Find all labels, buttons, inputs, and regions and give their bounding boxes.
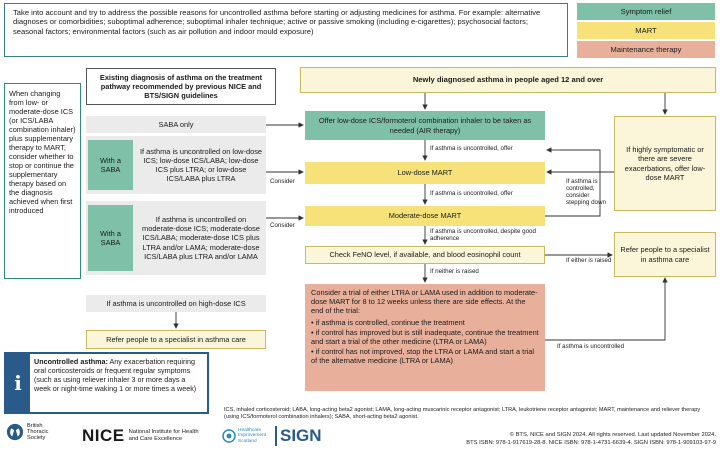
existing-title: Existing diagnosis of asthma on the trea… <box>86 68 276 105</box>
info-icon: i <box>6 354 30 412</box>
legend-mart: MART <box>577 22 715 39</box>
intro-box: Take into account and try to address the… <box>4 3 568 57</box>
side-note: When changing from low- or moderate-dose… <box>4 83 81 279</box>
uncontrolled-high: If asthma is uncontrolled on high-dose I… <box>86 295 266 312</box>
his-logo: Healthcare Improvement Scotland <box>222 428 278 444</box>
label-uncontrolled-offer-2: If asthma is uncontrolled, offer <box>430 190 513 197</box>
info-text: Uncontrolled asthma: Any exacerbation re… <box>34 357 197 393</box>
copyright: © BTS, NICE and SIGN 2024. All rights re… <box>466 432 716 446</box>
label-uncontrolled-end: If asthma is uncontrolled <box>557 343 625 350</box>
legend-symptom-relief: Symptom relief <box>577 3 715 20</box>
info-box: i Uncontrolled asthma: Any exacerbation … <box>4 352 209 414</box>
refer-specialist: Refer people to a specialist in asthma c… <box>614 232 716 277</box>
newly-diagnosed-title: Newly diagnosed asthma in people aged 12… <box>300 67 716 93</box>
nice-full: National Institute for Health and Care E… <box>128 429 199 442</box>
label-uncontrolled-despite: If asthma is uncontrolled, despite good … <box>430 228 536 243</box>
trial-item: • if control has improved but is still i… <box>311 328 539 347</box>
nice-logo: NICE National Institute for Health and C… <box>82 426 209 446</box>
trial-intro: Consider a trial of either LTRA or LAMA … <box>311 288 538 316</box>
trial-item: • if asthma is controlled, continue the … <box>311 318 465 328</box>
trial-list: • if asthma is controlled, continue the … <box>311 318 539 365</box>
air-therapy: Offer low-dose ICS/formoterol combinatio… <box>305 111 545 140</box>
label-neither-raised: If neither is raised <box>430 268 479 275</box>
bts-name: British Thoracic Society <box>27 423 49 442</box>
highly-symptomatic: If highly symptomatic or there are sever… <box>614 116 716 211</box>
with-saba-1-label: With a SABA <box>88 140 133 190</box>
label-consider-2: Consider <box>270 222 295 229</box>
trial-box: Consider a trial of either LTRA or LAMA … <box>305 284 545 391</box>
legend-maintenance: Maintenance therapy <box>577 41 715 58</box>
abbreviations: ICS, inhaled corticosteroid; LABA, long-… <box>224 407 701 420</box>
with-saba-2: With a SABA <box>88 205 133 271</box>
label-either-raised: If either is raised <box>566 257 612 264</box>
label-consider-1: Consider <box>270 178 295 185</box>
bts-lungs-icon <box>6 424 24 441</box>
saba-only: SABA only <box>86 116 266 133</box>
nice-short: NICE <box>82 426 125 445</box>
feno-check: Check FeNO level, if available, and bloo… <box>305 246 545 264</box>
label-controlled-stepping: If asthma is controlled, consider steppi… <box>566 178 606 207</box>
intro-text: Take into account and try to address the… <box>13 8 541 36</box>
bts-logo: British Thoracic Society <box>6 423 63 441</box>
trial-item: • if control has not improved, stop the … <box>311 347 535 366</box>
his-icon <box>222 429 236 443</box>
sign-logo: SIGN <box>275 426 322 446</box>
his-name: Healthcare Improvement Scotland <box>238 428 266 444</box>
label-uncontrolled-offer-1: If asthma is uncontrolled, offer <box>430 145 513 152</box>
moderate-dose-mart: Moderate-dose MART <box>305 206 545 226</box>
low-dose-mart: Low-dose MART <box>305 162 545 184</box>
refer-existing: Refer people to a specialist in asthma c… <box>86 330 266 349</box>
